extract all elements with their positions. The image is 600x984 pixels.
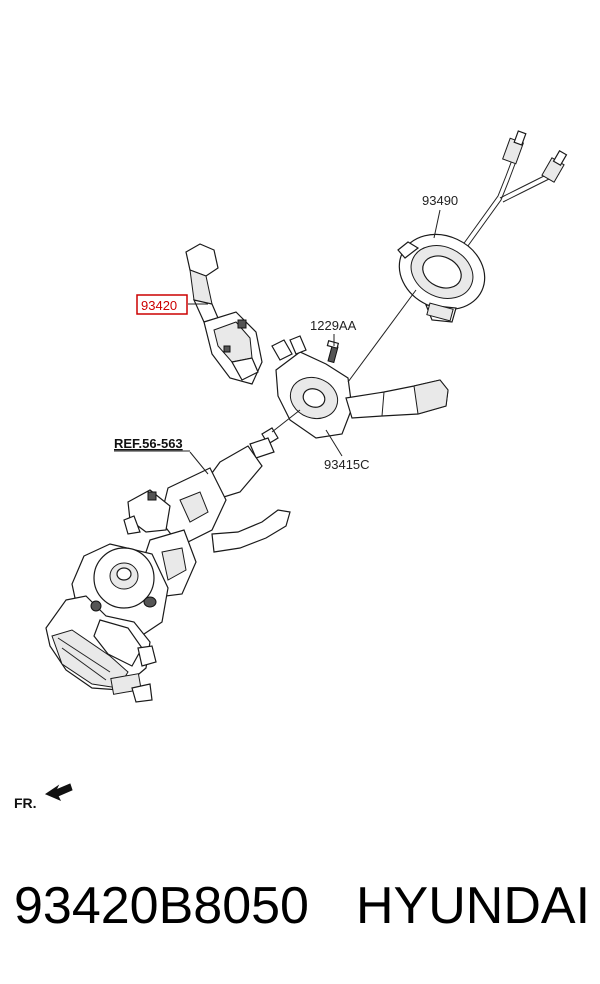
steering-column-assembly [45, 427, 291, 703]
reference-label: REF.56-563 [114, 436, 183, 451]
callout-93415C: 93415C [324, 457, 370, 472]
clock-spring-assembly [397, 130, 568, 323]
leader-93415C [325, 429, 343, 457]
part-footer: 93420B8050 HYUNDAI [14, 876, 594, 946]
callout-1229AA: 1229AA [310, 318, 357, 333]
leader-93490 [433, 209, 441, 239]
front-direction-indicator: FR. [14, 783, 73, 811]
leader-ref [189, 451, 209, 475]
multifunction-switch-assembly [185, 243, 263, 385]
connector-upper [502, 130, 527, 165]
callout-highlight-box [136, 294, 188, 315]
connector-lower [541, 149, 568, 183]
combination-switch-assembly [271, 335, 449, 439]
callout-93420[interactable]: 93420 [141, 298, 177, 313]
part-number: 93420B8050 [14, 877, 309, 935]
front-label: FR. [14, 795, 37, 811]
front-arrow-icon [44, 783, 73, 801]
bolt-part [326, 340, 340, 364]
callout-93490: 93490 [422, 193, 458, 208]
brand-name: HYUNDAI [356, 877, 591, 935]
